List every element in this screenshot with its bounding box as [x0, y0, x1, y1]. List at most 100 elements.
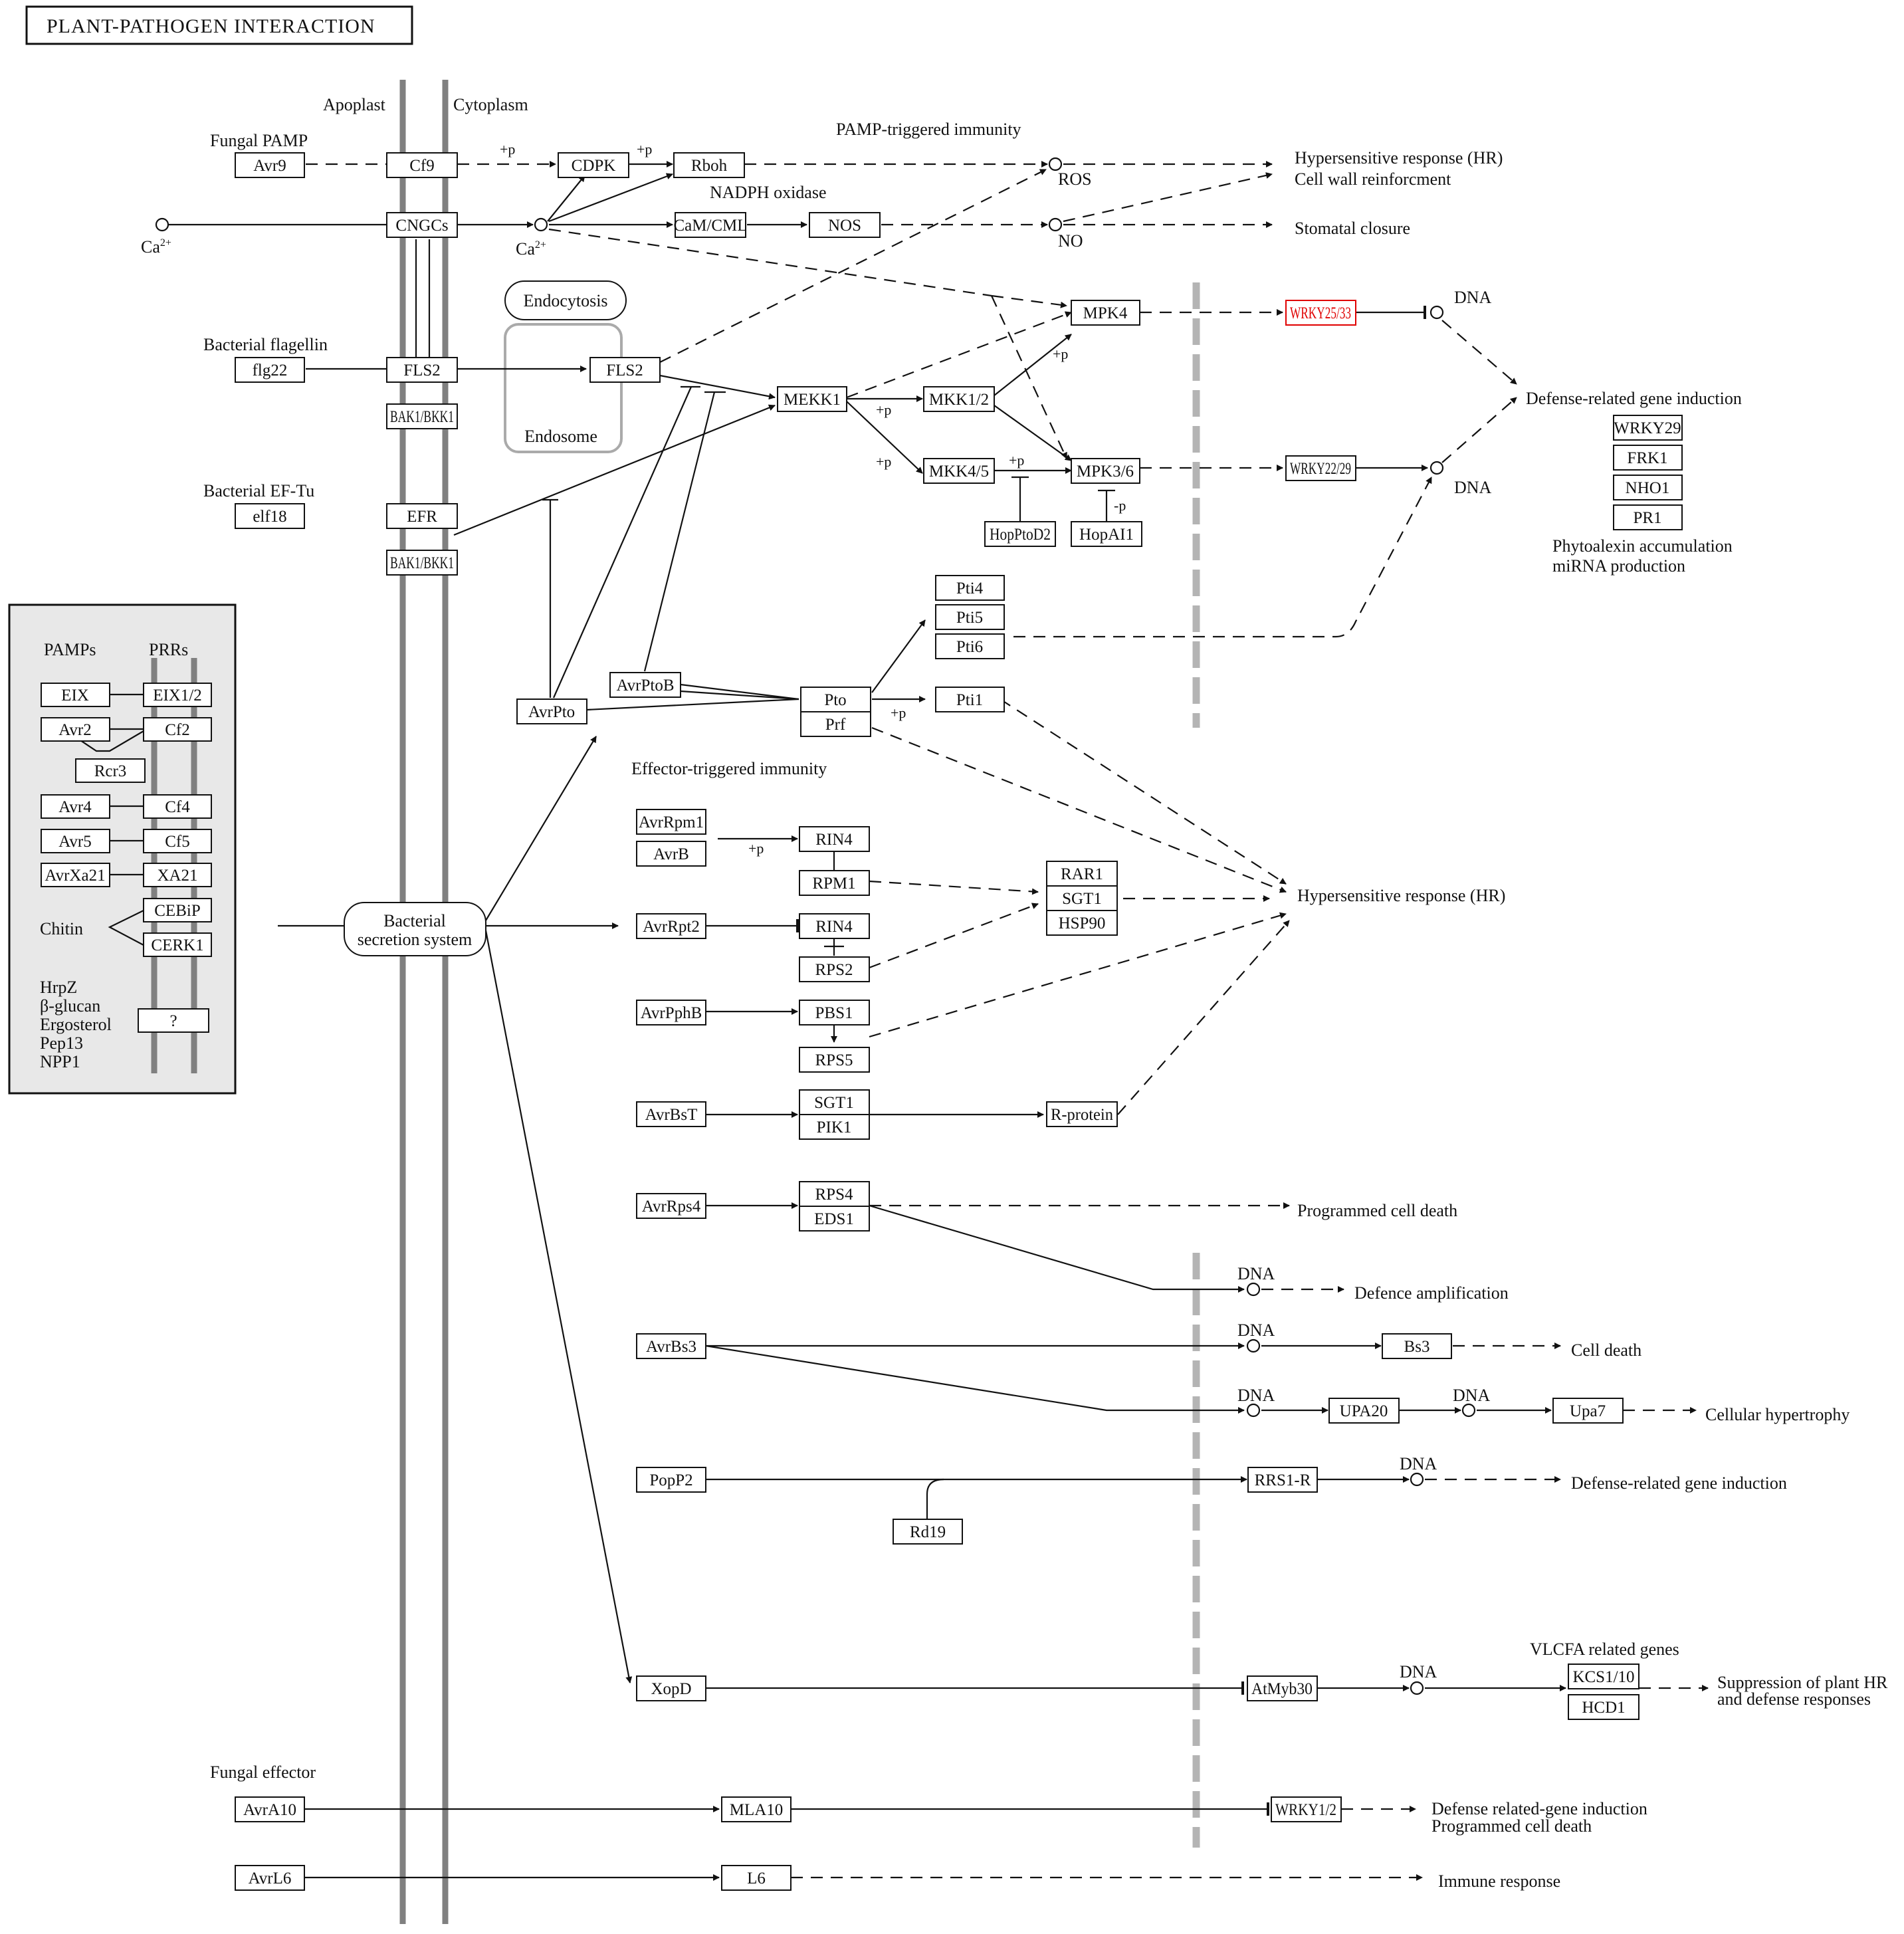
gene-upa20[interactable]: UPA20 [1328, 1398, 1400, 1424]
dna-label-3: DNA [1237, 1264, 1275, 1283]
gene-xopd[interactable]: XopD [636, 1675, 706, 1701]
gene-fls2-endosome[interactable]: FLS2 [589, 357, 661, 383]
svg-text:RIN4: RIN4 [815, 831, 853, 849]
gene-bs3[interactable]: Bs3 [1382, 1333, 1452, 1359]
inset-avr4[interactable]: Avr4 [41, 794, 110, 819]
gene-upa7[interactable]: Upa7 [1552, 1398, 1624, 1424]
inset-avrxa21[interactable]: AvrXa21 [41, 863, 110, 887]
gene-pti4[interactable]: Pti4 [935, 575, 1005, 601]
gene-pto[interactable]: Pto [800, 687, 871, 712]
gene-avr9[interactable]: Avr9 [235, 152, 305, 178]
svg-text:AvrL6: AvrL6 [249, 1870, 292, 1887]
inset-other-4: Pep13 [40, 1033, 83, 1053]
gene-wrky2533[interactable]: WRKY25/33 [1285, 300, 1356, 326]
gene-sgt1-a[interactable]: SGT1 [1046, 885, 1118, 911]
gene-flg22[interactable]: flg22 [235, 357, 305, 383]
gene-pti5[interactable]: Pti5 [935, 604, 1005, 630]
gene-nos[interactable]: NOS [809, 212, 881, 238]
gene-wrky2229[interactable]: WRKY22/29 [1285, 455, 1356, 481]
gene-rps4[interactable]: RPS4 [799, 1181, 870, 1207]
gene-l6[interactable]: L6 [721, 1865, 792, 1891]
ca-label-right: Ca2+ [516, 239, 546, 259]
gene-fls2[interactable]: FLS2 [386, 357, 458, 383]
gene-hcd1[interactable]: HCD1 [1568, 1694, 1640, 1720]
gene-rpm1[interactable]: RPM1 [799, 870, 870, 896]
gene-bak1-1[interactable]: BAK1/BKK1 [386, 403, 458, 429]
gene-rd19[interactable]: Rd19 [893, 1519, 963, 1545]
gene-wrky12[interactable]: WRKY1/2 [1271, 1796, 1342, 1822]
inset-xa21[interactable]: XA21 [143, 863, 212, 887]
gene-hopai1[interactable]: HopAI1 [1071, 521, 1142, 547]
gene-rps2[interactable]: RPS2 [799, 956, 870, 982]
inset-avr2[interactable]: Avr2 [41, 717, 110, 742]
inset-avr5[interactable]: Avr5 [41, 829, 110, 853]
p-mod-6: +p [1053, 346, 1068, 362]
gene-mkk12[interactable]: MKK1/2 [923, 386, 995, 412]
gene-avra10[interactable]: AvrA10 [235, 1796, 305, 1822]
gene-pti1[interactable]: Pti1 [935, 687, 1005, 712]
gene-mpk36[interactable]: MPK3/6 [1071, 458, 1140, 484]
p-mod-5: +p [1009, 452, 1024, 469]
gene-pr1[interactable]: PR1 [1613, 504, 1683, 530]
gene-avrrpm1[interactable]: AvrRpm1 [636, 809, 706, 835]
gene-bak1-2[interactable]: BAK1/BKK1 [386, 550, 458, 576]
gene-mkk45[interactable]: MKK4/5 [923, 458, 995, 484]
gene-avrrps4[interactable]: AvrRps4 [636, 1193, 706, 1219]
inset-cerk1[interactable]: CERK1 [143, 932, 212, 957]
gene-cdpk[interactable]: CDPK [558, 152, 629, 178]
svg-text:PIK1: PIK1 [817, 1119, 852, 1136]
gene-pti6[interactable]: Pti6 [935, 633, 1005, 659]
gene-elf18[interactable]: elf18 [235, 503, 305, 529]
svg-text:EIX1/2: EIX1/2 [153, 687, 202, 704]
gene-eds1[interactable]: EDS1 [799, 1206, 870, 1232]
inset-unknown[interactable]: ? [138, 1008, 209, 1033]
gene-rprotein[interactable]: R-protein [1046, 1101, 1118, 1127]
gene-avrpphb[interactable]: AvrPphB [636, 1000, 706, 1025]
gene-rar1[interactable]: RAR1 [1046, 861, 1118, 887]
gene-mla10[interactable]: MLA10 [721, 1796, 792, 1822]
gene-rrs1r[interactable]: RRS1-R [1247, 1467, 1318, 1493]
gene-avrl6[interactable]: AvrL6 [235, 1865, 305, 1891]
inset-cf4[interactable]: Cf4 [143, 794, 212, 819]
gene-efr[interactable]: EFR [386, 503, 458, 529]
svg-text:CDPK: CDPK [572, 157, 616, 175]
gene-atmyb30[interactable]: AtMyb30 [1247, 1675, 1318, 1701]
svg-text:Cf2: Cf2 [165, 721, 190, 739]
gene-rps5[interactable]: RPS5 [799, 1047, 870, 1073]
gene-avrrpt2[interactable]: AvrRpt2 [636, 913, 706, 939]
gene-prf[interactable]: Prf [800, 711, 871, 737]
gene-cngcs[interactable]: CNGCs [386, 212, 458, 238]
gene-avrpto[interactable]: AvrPto [516, 698, 587, 724]
inset-cebip[interactable]: CEBiP [143, 898, 212, 922]
gene-avrbst[interactable]: AvrBsT [636, 1101, 706, 1127]
inset-cf5[interactable]: Cf5 [143, 829, 212, 853]
gene-avrptob[interactable]: AvrPtoB [609, 672, 681, 698]
svg-text:Upa7: Upa7 [1570, 1402, 1606, 1420]
gene-pik1[interactable]: PIK1 [799, 1114, 870, 1140]
gene-hsp90[interactable]: HSP90 [1046, 910, 1118, 936]
gene-avrb[interactable]: AvrB [636, 841, 706, 867]
gene-hopptod2[interactable]: HopPtoD2 [984, 521, 1056, 547]
inset-eix12[interactable]: EIX1/2 [143, 683, 212, 707]
gene-kcs110[interactable]: KCS1/10 [1568, 1664, 1640, 1689]
gene-sgt1-b[interactable]: SGT1 [799, 1089, 870, 1115]
gene-rboh[interactable]: Rboh [673, 152, 745, 178]
svg-text:WRKY25/33: WRKY25/33 [1290, 304, 1351, 322]
gene-camcml[interactable]: CaM/CML [673, 212, 748, 238]
gene-cf9[interactable]: Cf9 [386, 152, 458, 178]
gene-rin4-a[interactable]: RIN4 [799, 826, 870, 852]
gene-mekk1[interactable]: MEKK1 [777, 386, 847, 412]
p-mod-8: +p [748, 840, 764, 857]
inset-eix[interactable]: EIX [41, 683, 110, 707]
gene-avrbs3[interactable]: AvrBs3 [636, 1333, 706, 1359]
inset-rcr3[interactable]: Rcr3 [75, 758, 146, 783]
gene-frk1[interactable]: FRK1 [1613, 445, 1683, 471]
gene-wrky29[interactable]: WRKY29 [1613, 415, 1683, 441]
svg-text:Rcr3: Rcr3 [94, 762, 127, 780]
gene-popp2[interactable]: PopP2 [636, 1467, 706, 1493]
gene-mpk4[interactable]: MPK4 [1071, 300, 1140, 326]
gene-pbs1[interactable]: PBS1 [799, 1000, 870, 1025]
inset-cf2[interactable]: Cf2 [143, 717, 212, 742]
gene-nho1[interactable]: NHO1 [1613, 475, 1683, 500]
gene-rin4-b[interactable]: RIN4 [799, 913, 870, 939]
